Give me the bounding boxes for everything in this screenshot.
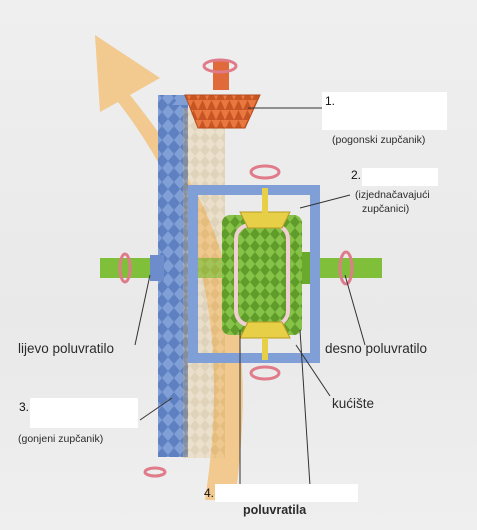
label-housing: kućište (332, 396, 374, 411)
label-ring-gear: (gonjeni zupčanik) (18, 432, 103, 446)
answer-box-2[interactable] (362, 168, 438, 186)
label-pinion: (pogonski zupčanik) (332, 133, 425, 147)
answer-box-1[interactable] (322, 92, 447, 130)
label-satellites-line2: zupčanici) (362, 202, 409, 216)
answer-box-4[interactable] (215, 484, 358, 502)
label-number-4: 4. (204, 486, 214, 500)
pinion-gear (185, 60, 260, 128)
label-left-half-shaft: lijevo poluvratilo (18, 341, 114, 356)
label-number-1: 1. (325, 94, 335, 108)
side-gears (222, 215, 302, 335)
label-number-3: 3. (19, 400, 29, 414)
label-number-2: 2. (351, 168, 361, 182)
label-right-half-shaft: desno poluvratilo (325, 341, 427, 356)
label-satellites-line1: (izjednačavajući (355, 188, 430, 202)
answer-box-3[interactable] (30, 398, 138, 428)
label-half-shafts: poluvratila (243, 503, 306, 517)
